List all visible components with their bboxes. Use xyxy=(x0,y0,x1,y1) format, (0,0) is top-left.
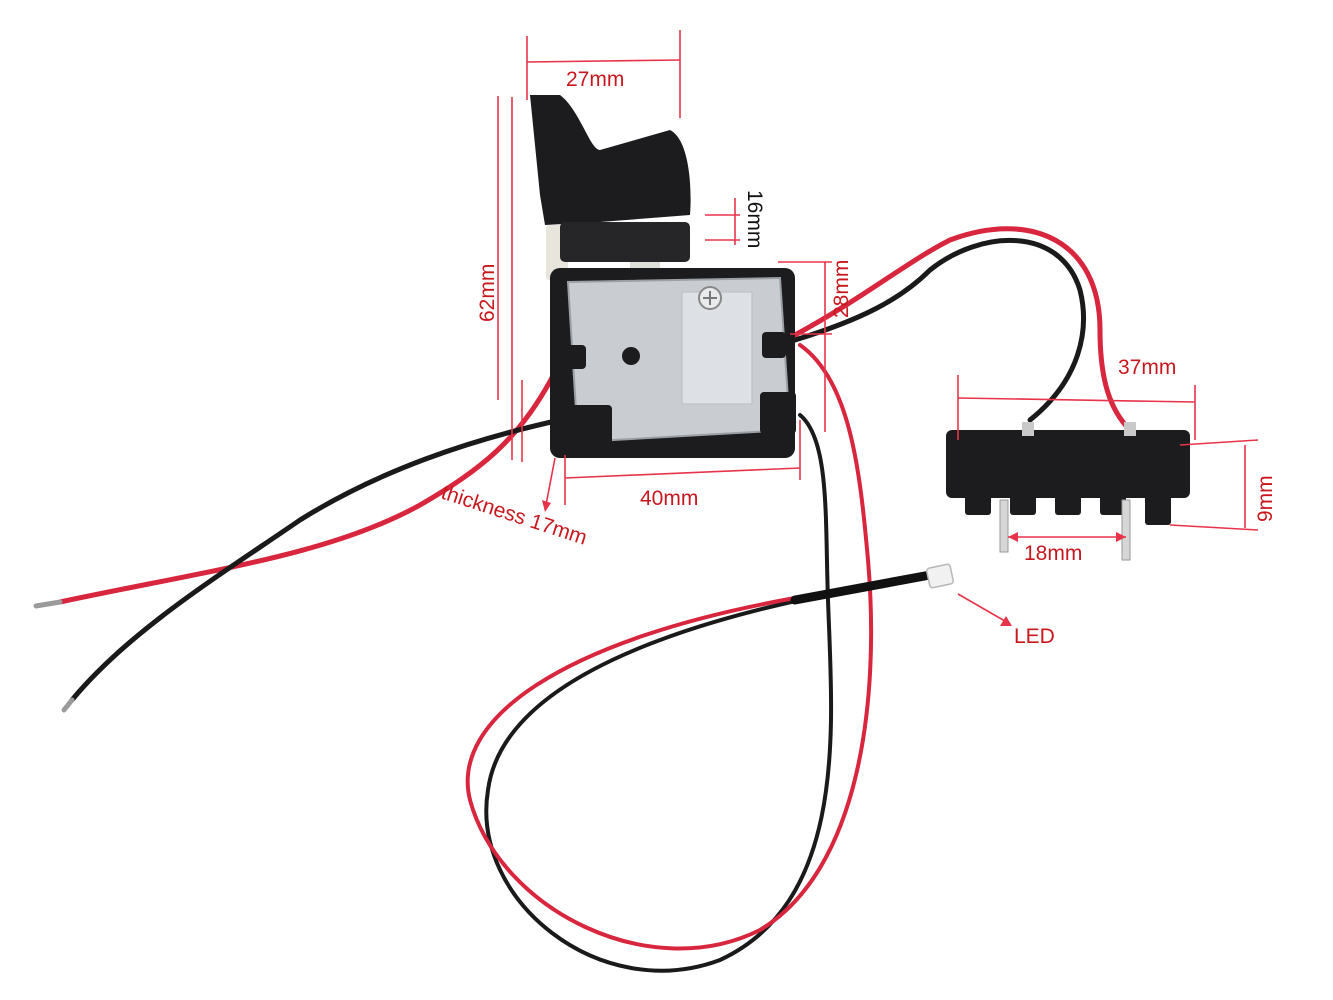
arrowheads xyxy=(542,500,1126,626)
battery-connector xyxy=(946,422,1190,561)
label-62mm: 62mm xyxy=(476,264,499,322)
label-9mm: 9mm xyxy=(1254,475,1277,522)
clip-right-bottom xyxy=(760,392,796,434)
pin-left xyxy=(999,499,1009,553)
dimension-lines xyxy=(497,30,1259,625)
wire-red-loop xyxy=(465,343,874,951)
label-40mm: 40mm xyxy=(640,487,698,510)
clip-right xyxy=(762,332,786,358)
wires xyxy=(33,226,1133,973)
clip-left-top xyxy=(556,345,586,369)
wire-tip-red xyxy=(33,599,63,609)
label-28mm: 28mm xyxy=(830,260,853,318)
trigger-button xyxy=(530,95,691,225)
wire-black-left xyxy=(69,417,563,703)
wire-tip-black xyxy=(61,697,75,713)
trigger-base xyxy=(560,222,690,262)
clip-left-bottom xyxy=(562,405,612,445)
wire-black-right xyxy=(792,237,1086,423)
heat-shrink xyxy=(790,570,935,605)
label-led: LED xyxy=(1014,625,1055,648)
pin-right xyxy=(1121,499,1131,561)
label-18mm: 18mm xyxy=(1024,542,1082,565)
label-16mm: 16mm xyxy=(743,190,766,248)
wire-red-right xyxy=(792,226,1133,433)
trigger-switch xyxy=(530,95,796,458)
wire-red-left xyxy=(57,369,558,605)
hole xyxy=(622,347,640,365)
wire-black-loop xyxy=(484,413,834,973)
label-thickness-17mm: thickness 17mm xyxy=(438,481,589,550)
label-37mm: 37mm xyxy=(1118,356,1176,379)
led-connector xyxy=(925,563,955,589)
label-27mm: 27mm xyxy=(566,68,624,91)
knurled-area xyxy=(681,291,753,405)
